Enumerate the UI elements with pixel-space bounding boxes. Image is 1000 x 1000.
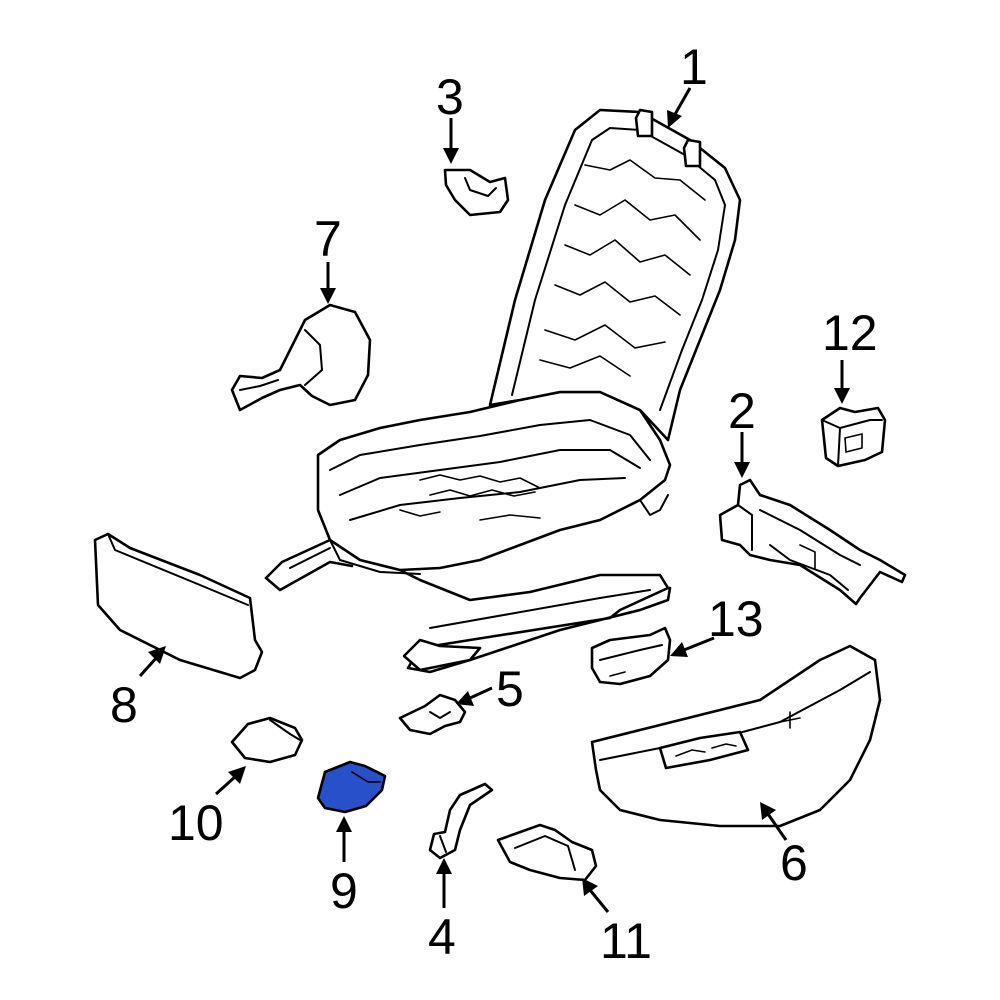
arrow-1	[672, 87, 692, 117]
part-7-recliner-cover[interactable]	[230, 303, 372, 412]
callout-13: 13	[708, 591, 764, 647]
callout-6: 6	[780, 835, 808, 891]
leader-arrows	[138, 87, 850, 913]
arrowhead-10	[228, 766, 246, 784]
arrow-11	[588, 889, 610, 913]
arrowhead-1	[667, 110, 682, 128]
part-4-trim-strip[interactable]	[428, 782, 494, 860]
arrow-6	[766, 813, 788, 841]
callout-8: 8	[110, 677, 138, 733]
part-3-cover[interactable]	[443, 168, 510, 217]
callout-11: 11	[600, 913, 652, 969]
callout-4: 4	[428, 909, 456, 965]
arrowhead-9	[336, 816, 352, 832]
part-9-knob-highlighted[interactable]	[316, 760, 387, 814]
part-5-bracket[interactable]	[398, 693, 467, 736]
arrowhead-13	[670, 642, 688, 657]
arrow-5	[469, 686, 493, 700]
callout-2: 2	[728, 383, 756, 439]
part-12-module[interactable]	[820, 406, 887, 468]
arrowhead-11	[582, 878, 598, 896]
part-1-seat-frame[interactable]	[264, 108, 742, 674]
arrow-8	[138, 654, 160, 678]
arrow-10	[214, 774, 238, 796]
arrow-13	[683, 636, 715, 652]
arrowhead-6	[760, 802, 776, 820]
callout-5: 5	[496, 661, 524, 717]
callout-9: 9	[330, 863, 358, 919]
arrowhead-3	[443, 148, 459, 164]
arrowhead-2	[734, 462, 750, 478]
arrowhead-7	[320, 288, 336, 304]
part-2-side-bracket[interactable]	[718, 478, 907, 606]
part-13-switch-bracket[interactable]	[590, 626, 672, 686]
arrowhead-4	[436, 858, 452, 874]
arrowhead-8	[148, 646, 166, 664]
callout-labels: 1 2 3 4 5 6 7 8 9 10 11 12 13	[110, 39, 878, 969]
callout-3: 3	[436, 69, 464, 125]
callout-10: 10	[168, 795, 224, 851]
callout-12: 12	[822, 305, 878, 361]
part-6-side-shield[interactable]	[590, 644, 882, 828]
part-10-cap[interactable]	[230, 716, 304, 764]
arrowhead-5	[456, 691, 474, 706]
part-11-guide-block[interactable]	[496, 823, 598, 882]
callout-7: 7	[314, 211, 342, 267]
part-8-front-cover[interactable]	[93, 532, 264, 680]
arrowhead-12	[834, 388, 850, 404]
callout-1: 1	[680, 39, 708, 95]
